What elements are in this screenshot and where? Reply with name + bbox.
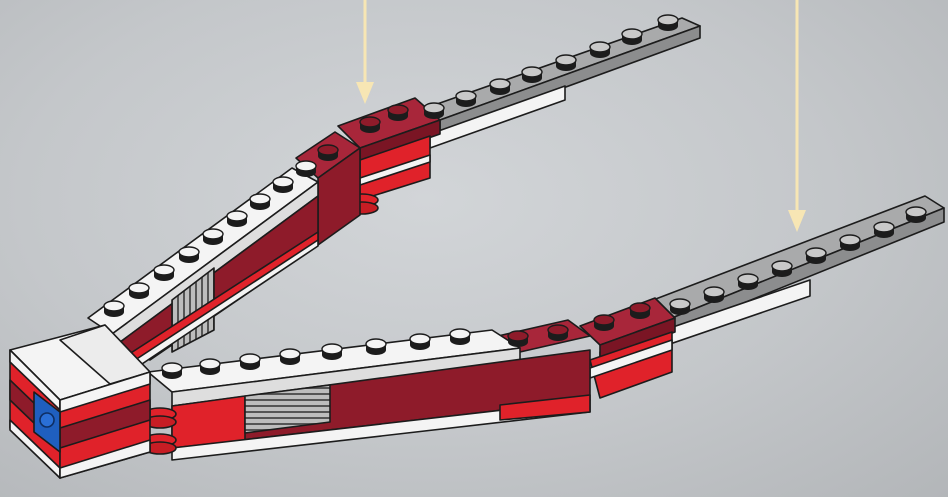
right-arm-stud-gray-0 <box>670 299 690 315</box>
left-arm-stud-gray-0 <box>424 103 444 119</box>
callout-arrow-left-arm-icon <box>356 0 374 104</box>
left-arm-stud-white-8 <box>296 161 316 177</box>
right-arm-stud-darkred-3 <box>630 303 650 319</box>
left-arm-stud-darkred-0 <box>318 145 338 161</box>
right-arm-stud-white-2 <box>240 354 260 370</box>
right-arm-stud-darkred-0 <box>508 331 528 347</box>
left-arm-stud-white-1 <box>129 283 149 299</box>
right-arm-stud-white-5 <box>366 339 386 355</box>
callout-arrow-right-arm-icon <box>788 0 806 232</box>
left-arm-stud-white-2 <box>154 265 174 281</box>
right-arm-stud-darkred-2 <box>594 315 614 331</box>
left-arm-stud-gray-1 <box>456 91 476 107</box>
right-arm-stud-darkred-1 <box>548 325 568 341</box>
right-arm-stud-white-7 <box>450 329 470 345</box>
right-arm-stud-gray-1 <box>704 287 724 303</box>
left-arm-stud-gray-6 <box>622 29 642 45</box>
right-arm-stud-white-1 <box>200 359 220 375</box>
right-arm-stud-gray-2 <box>738 274 758 290</box>
right-arm-stud-gray-4 <box>806 248 826 264</box>
left-arm-stud-white-0 <box>104 301 124 317</box>
left-arm-stud-white-4 <box>203 229 223 245</box>
left-arm-stud-gray-3 <box>522 67 542 83</box>
right-arm-stud-white-0 <box>162 363 182 379</box>
left-arm-stud-darkred-2 <box>388 105 408 121</box>
right-arm-stud-gray-3 <box>772 261 792 277</box>
left-arm-stud-white-6 <box>250 194 270 210</box>
right-arm-stud-white-4 <box>322 344 342 360</box>
right-arm-stud-gray-6 <box>874 222 894 238</box>
right-arm-stud-white-6 <box>410 334 430 350</box>
right-arm-stud-white-3 <box>280 349 300 365</box>
left-arm-stud-gray-5 <box>590 42 610 58</box>
right-arm-stud-gray-7 <box>906 207 926 223</box>
left-arm-stud-gray-2 <box>490 79 510 95</box>
right-arm-stud-gray-5 <box>840 235 860 251</box>
left-arm-stud-gray-7 <box>658 15 678 31</box>
left-arm-stud-white-3 <box>179 247 199 263</box>
left-arm-stud-white-5 <box>227 211 247 227</box>
left-arm-stud-white-7 <box>273 177 293 193</box>
blue-connector-hole-icon <box>40 413 54 427</box>
left-arm-stud-gray-4 <box>556 55 576 71</box>
left-arm-stud-darkred-1 <box>360 117 380 133</box>
